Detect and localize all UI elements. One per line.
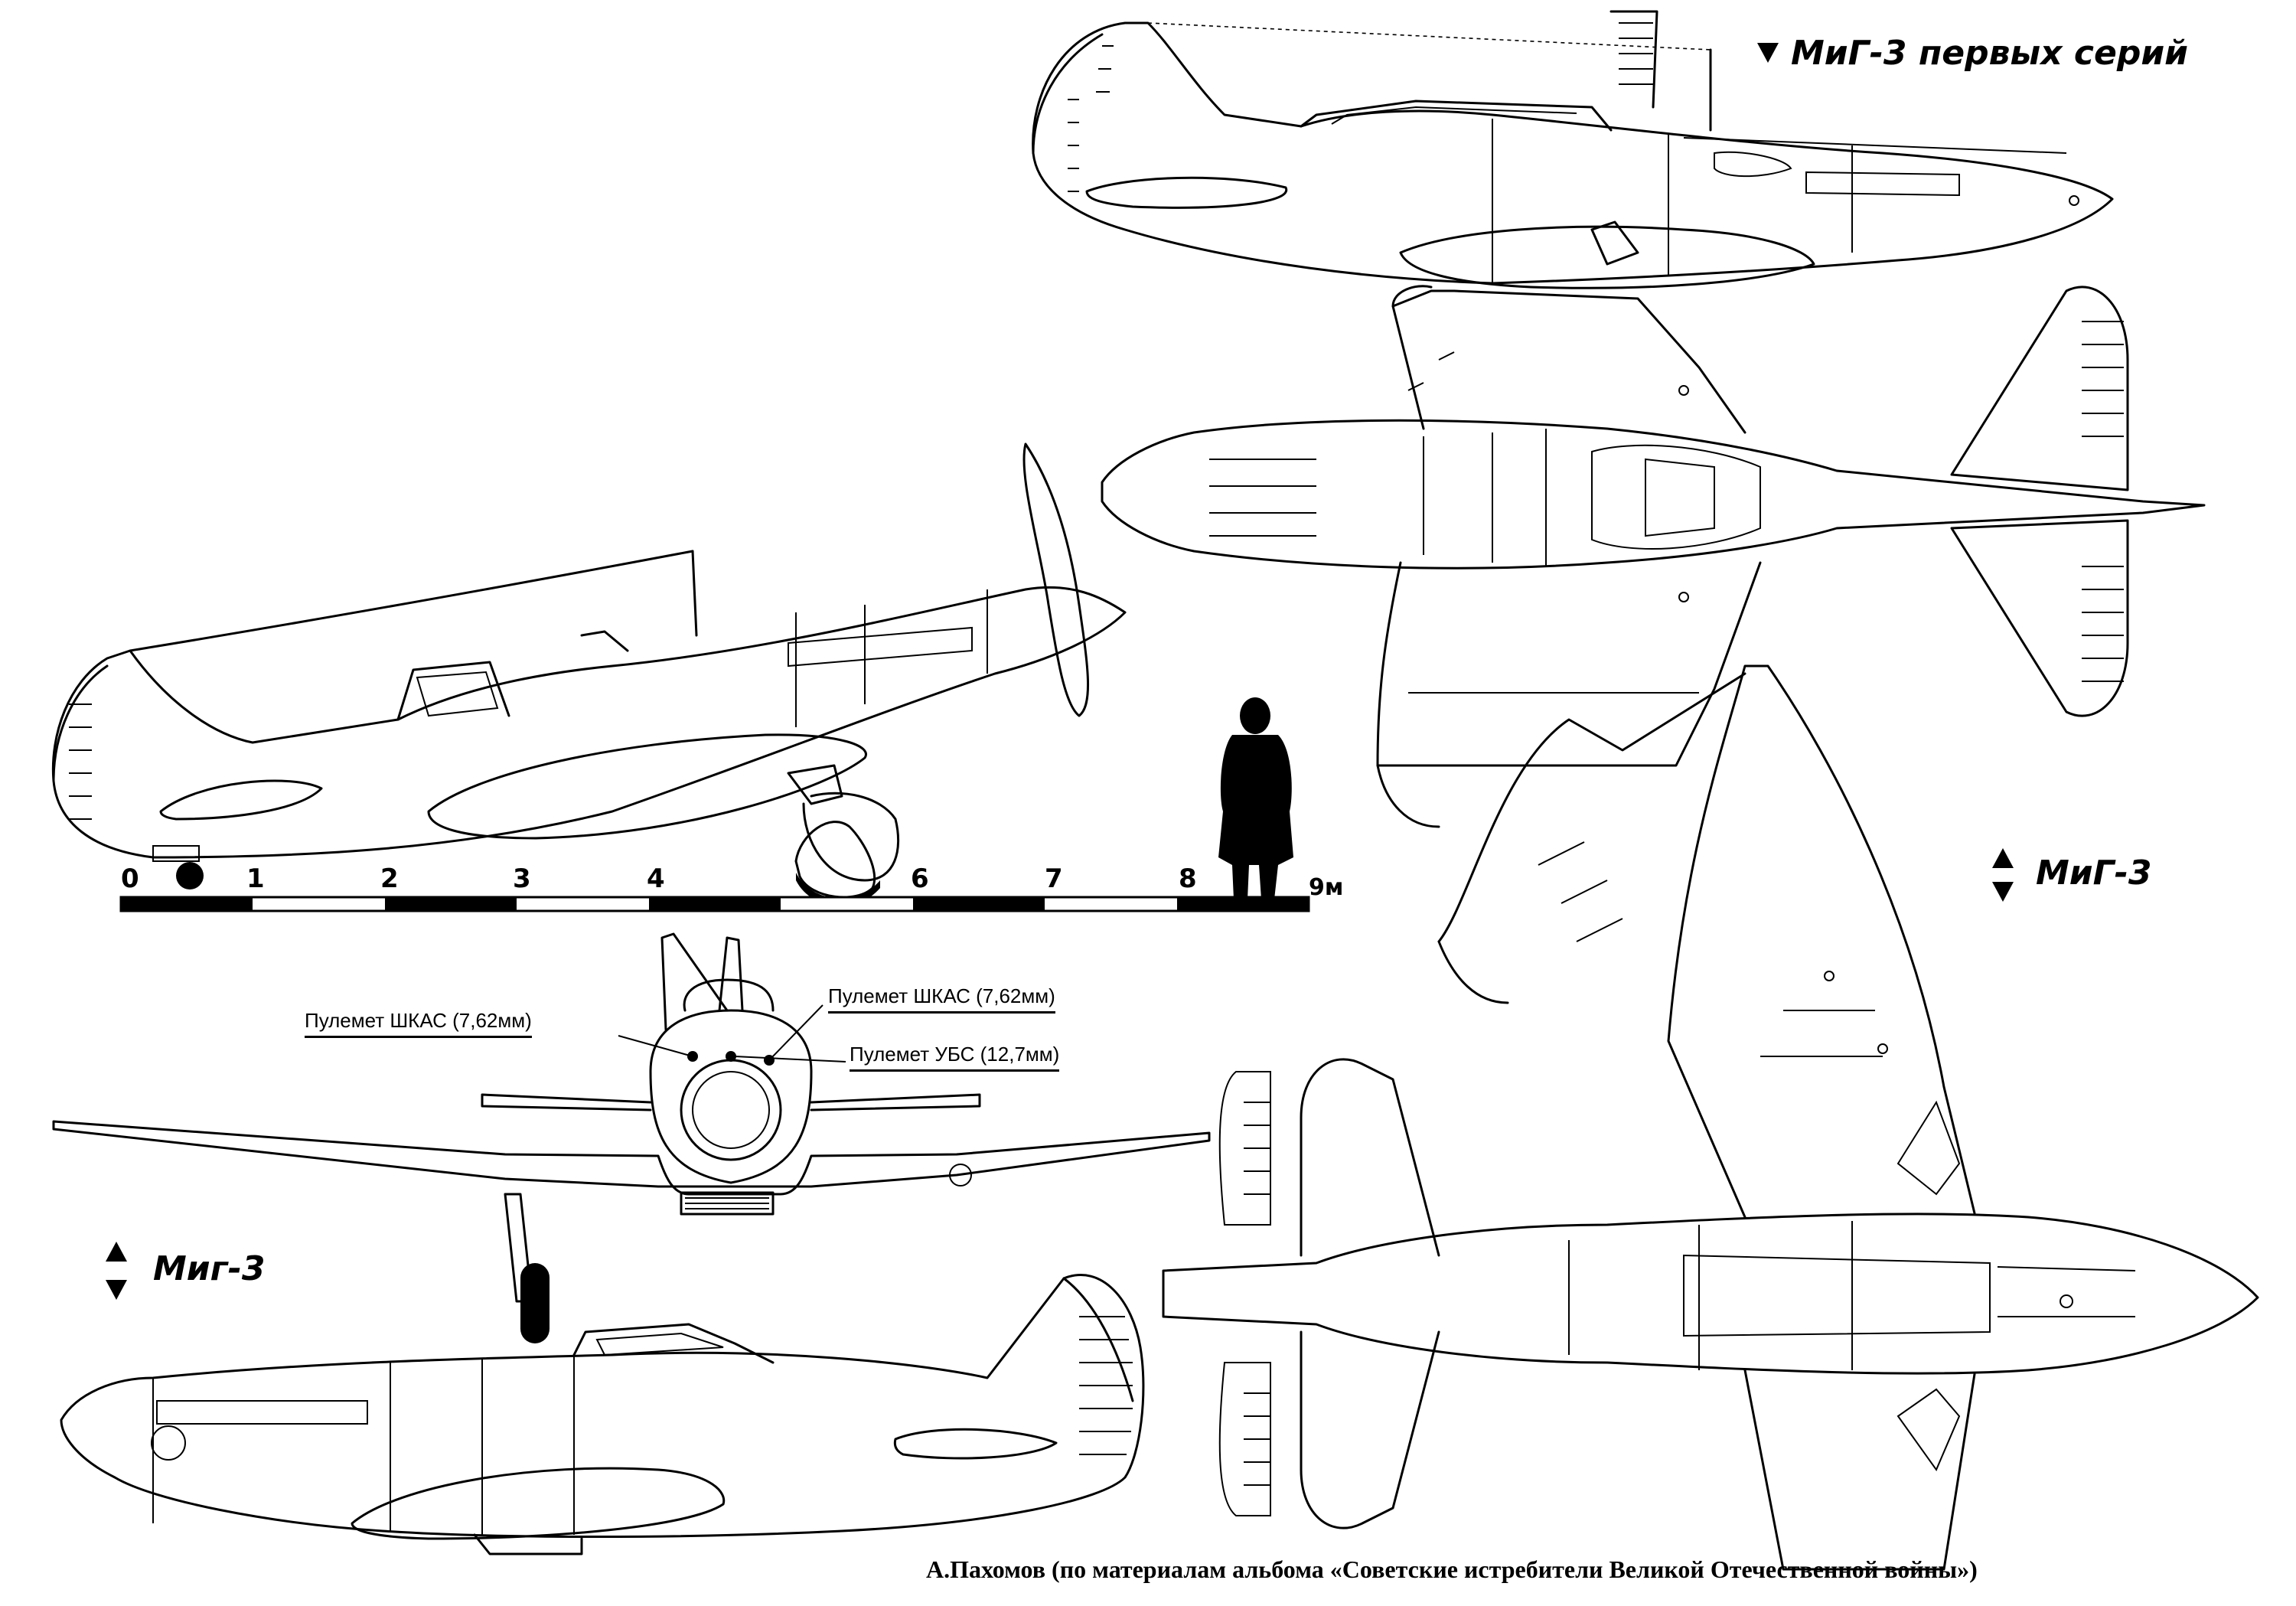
credit-line: А.Пахомов (по материалам альбома «Советс… <box>926 1555 1978 1583</box>
scale-tick-label: 9м <box>1309 874 1344 901</box>
title-early-series: МиГ-3 первых серий <box>1791 34 2188 73</box>
front-view <box>52 932 1211 1343</box>
scale-tick-label: 4 <box>647 863 665 894</box>
top-view-early-series <box>1101 285 2206 828</box>
scale-tick-label: 8 <box>1179 863 1197 894</box>
side-view-main <box>51 442 1127 906</box>
scale-tick-label: 6 <box>911 863 929 894</box>
scale-tick-label: 3 <box>513 863 531 894</box>
pilot-figure <box>1218 697 1293 899</box>
gun-label-left: Пулемет ШКАС (7,62мм) <box>305 1009 532 1038</box>
scale-tick-label: 7 <box>1045 863 1063 894</box>
triangle-down-icon <box>1992 882 2014 902</box>
scale-tick-label: 0 <box>121 863 139 894</box>
triangle-up-icon <box>106 1242 127 1262</box>
triangle-up-icon <box>1992 848 2014 868</box>
triangle-down-icon <box>1757 43 1779 63</box>
title-right-view: МиГ-3 <box>2036 854 2152 893</box>
side-view-early-series <box>1032 10 2114 289</box>
scale-tick-label: 1 <box>246 863 265 894</box>
gun-label-heavy: Пулемет УБС (12,7мм) <box>850 1043 1060 1072</box>
top-view-main <box>1162 664 2259 1571</box>
gun-label-right: Пулемет ШКАС (7,62мм) <box>828 984 1055 1014</box>
triangle-down-icon <box>106 1280 127 1300</box>
scale-tick-label: 2 <box>380 863 399 894</box>
side-view-left <box>60 1274 1145 1555</box>
scale-bar <box>119 896 1310 912</box>
title-left-view: Миг-3 <box>153 1249 266 1288</box>
